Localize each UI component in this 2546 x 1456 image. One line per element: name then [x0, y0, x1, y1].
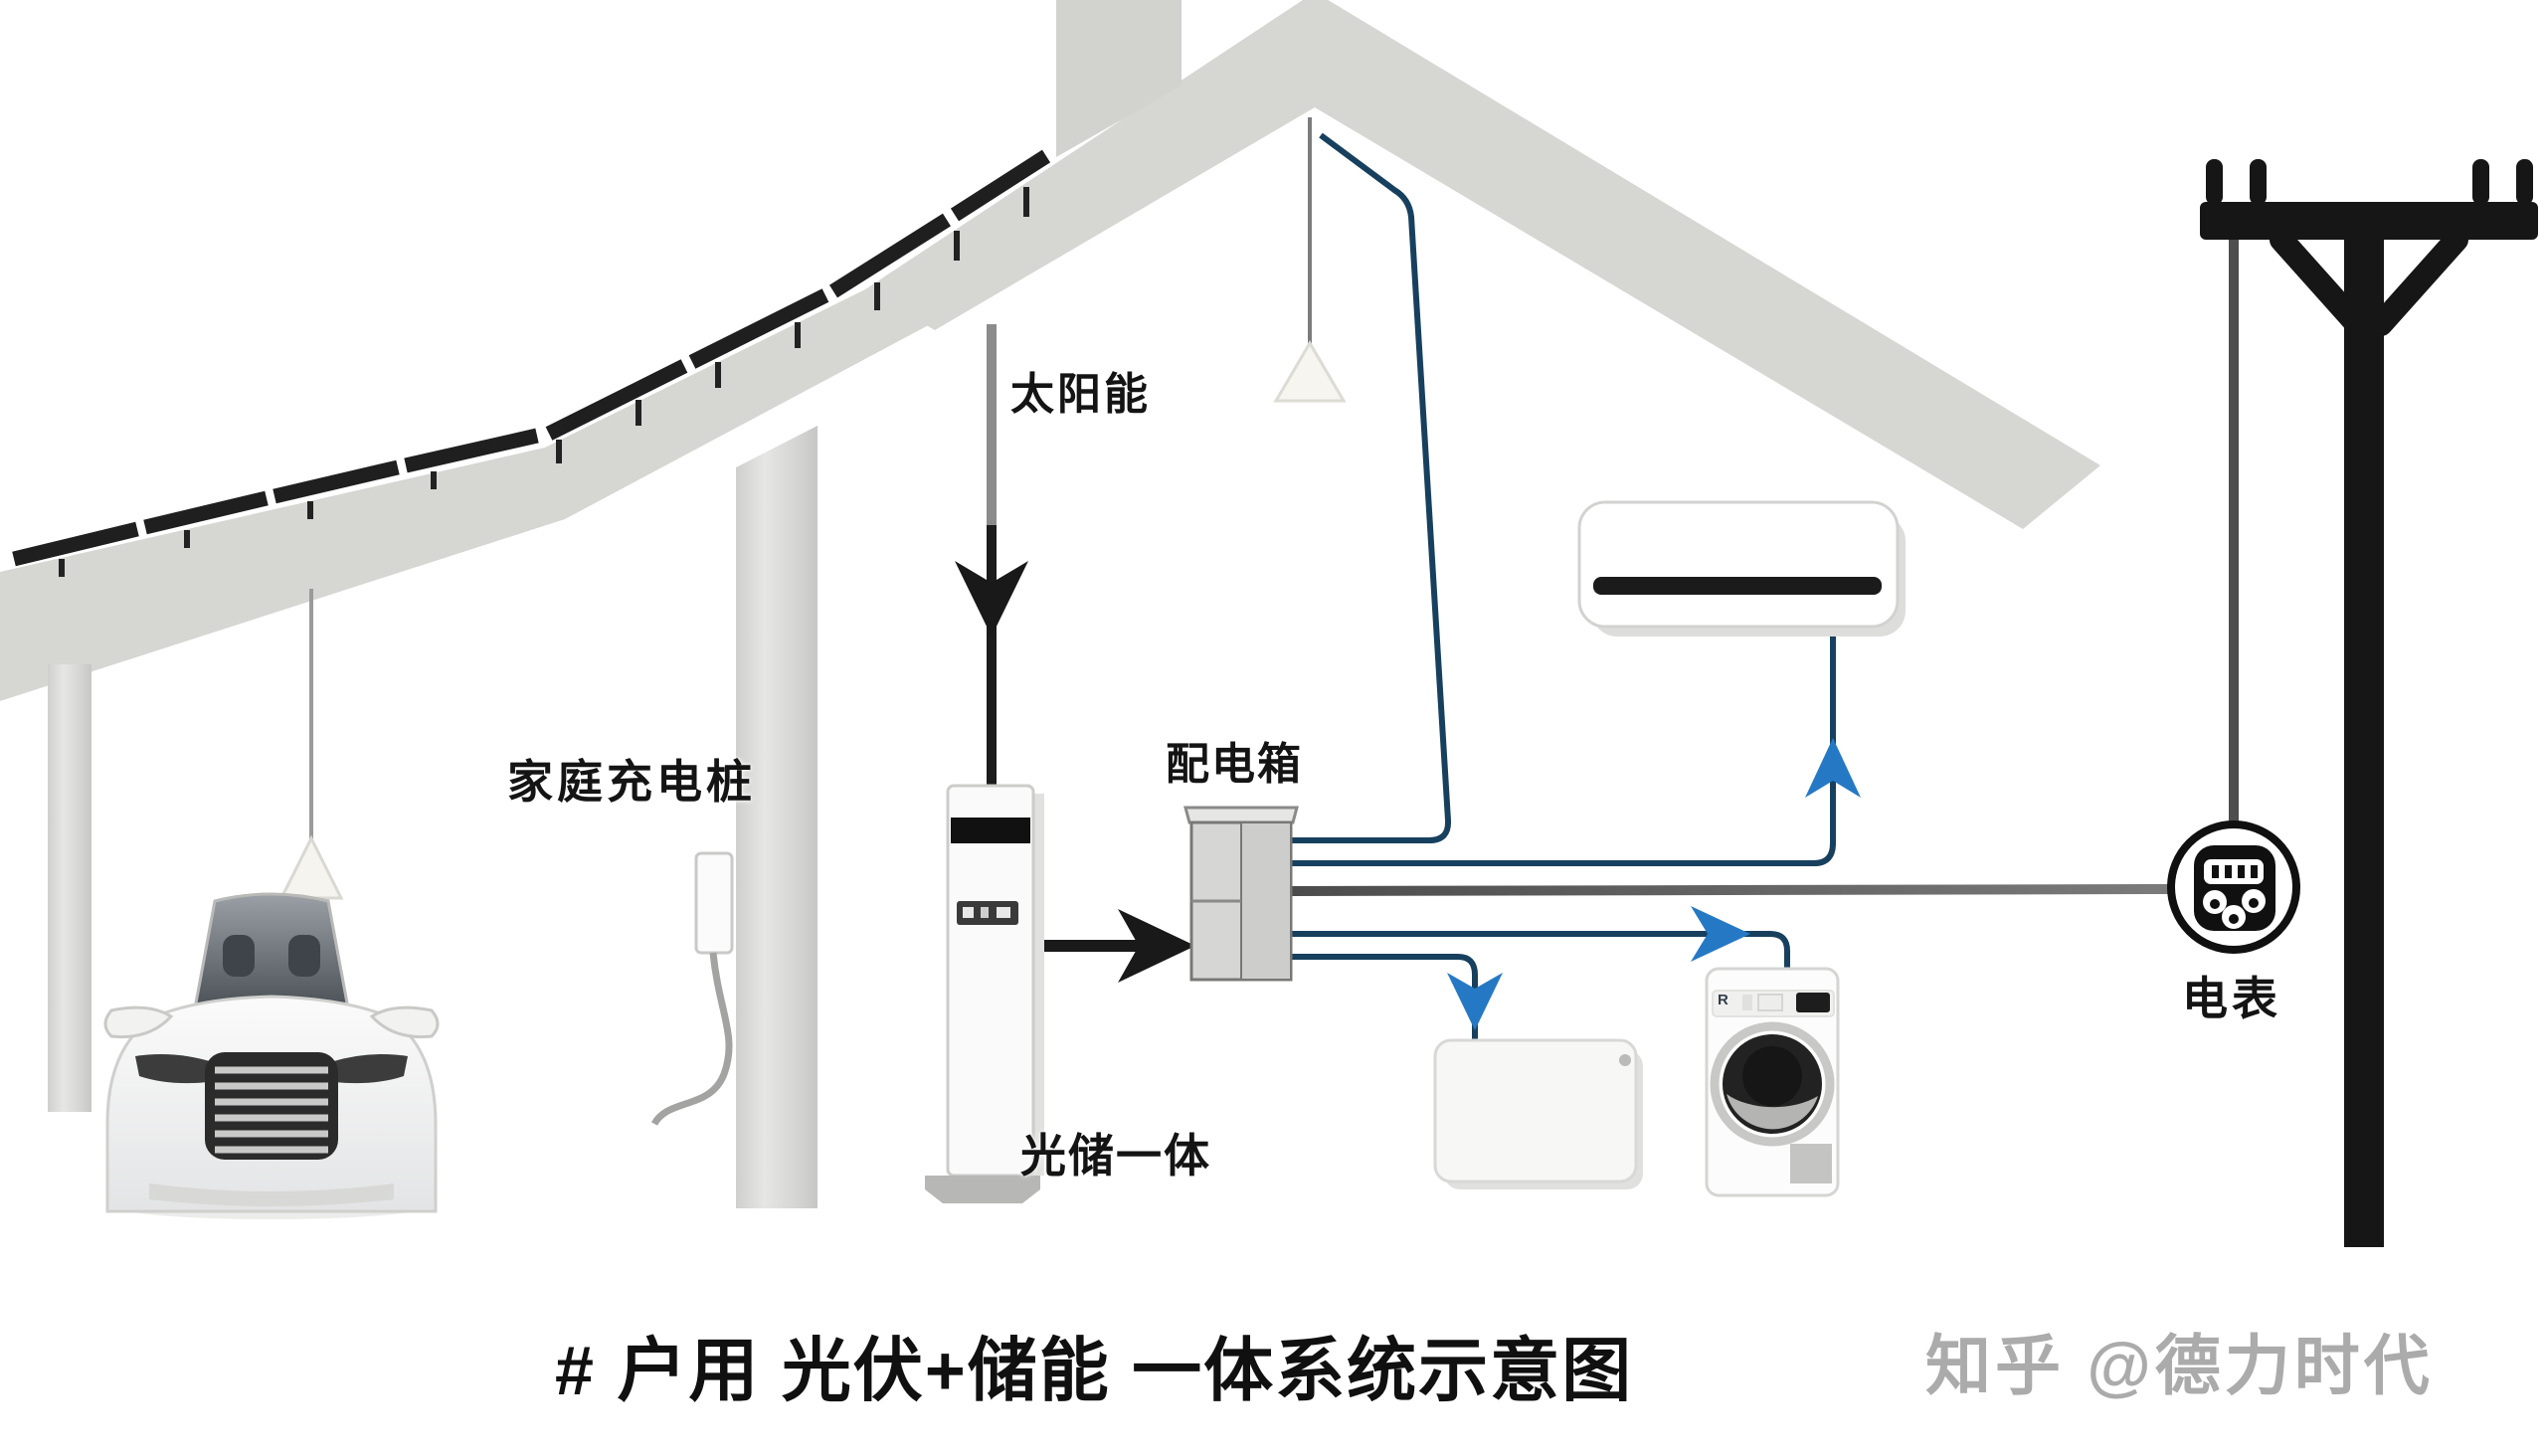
house-wall — [736, 426, 818, 1208]
wire-to-heater — [1291, 954, 1478, 1042]
solar-panel-mounts — [59, 187, 1029, 577]
inverter-unit — [925, 784, 1044, 1203]
car — [103, 892, 440, 1219]
arrow-to-air-conditioner-icon — [1805, 738, 1861, 798]
house-pendant-lamp-icon — [1273, 117, 1347, 403]
solar-panel-array — [12, 149, 1051, 567]
electric-meter-icon — [2167, 820, 2300, 954]
label-solar: 太阳能 — [1010, 370, 1151, 419]
carport-pillar — [48, 664, 91, 1112]
washing-machine — [1705, 967, 1840, 1197]
watermark: 知乎 @德力时代 — [1925, 1329, 2434, 1402]
house-roof — [865, 0, 2100, 529]
label-distribution-box: 配电箱 — [1166, 740, 1303, 789]
diagram-title: # 户用 光伏+储能 一体系统示意图 — [555, 1332, 1634, 1409]
label-pv-storage-unit: 光储一体 — [1020, 1130, 1211, 1182]
washing-machine-logo: R — [1718, 992, 1729, 1008]
chimney — [1056, 0, 1182, 157]
wire-to-meter — [1290, 884, 2173, 896]
arrow-inverter-to-box-icon — [1118, 909, 1195, 983]
wire-to-ceiling-lamp — [1291, 132, 1452, 843]
ev-charging-cable — [650, 952, 733, 1126]
distribution-box — [1183, 806, 1299, 982]
arrow-to-heater-icon — [1447, 973, 1503, 1030]
air-conditioner — [1577, 500, 1906, 637]
label-home-charger: 家庭充电桩 — [507, 756, 756, 808]
insulator-icon — [2206, 159, 2533, 205]
radiator-heater — [1433, 1038, 1643, 1189]
label-meter: 电表 — [2182, 973, 2281, 1024]
wire-to-air-conditioner — [1291, 629, 1836, 866]
garage-pendant-lamp-icon — [278, 589, 344, 900]
arrow-solar-down-icon — [955, 561, 1028, 637]
ev-charger-wallbox — [694, 851, 734, 955]
carport-roof — [0, 288, 938, 701]
wire-to-washing-machine — [1291, 931, 1790, 971]
utility-pole — [2200, 159, 2538, 1247]
arrow-to-washing-machine-icon — [1691, 906, 1750, 962]
